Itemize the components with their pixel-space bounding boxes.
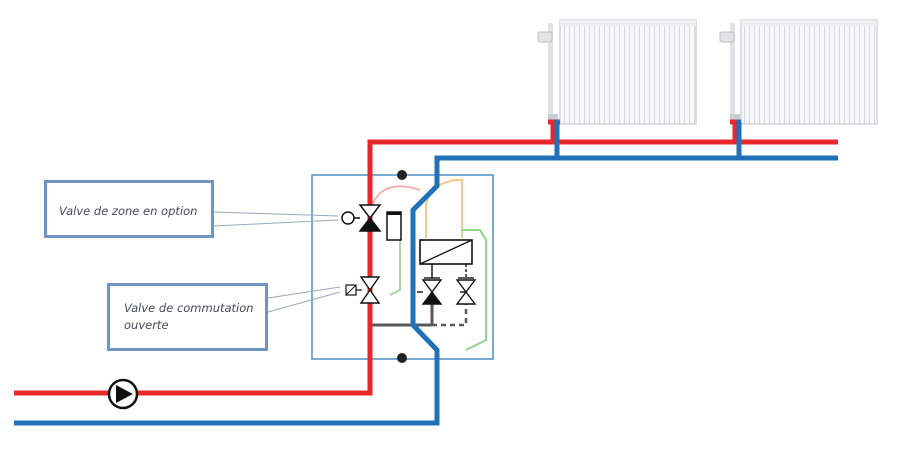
return-pipe: [14, 119, 838, 426]
mixing-valve-icon: [417, 239, 477, 305]
sensor-tank-icon: [386, 211, 402, 241]
supply-pipe: [14, 119, 838, 396]
zone-valve-label: Valve de zone en option: [59, 204, 198, 218]
switching-valve-callout: Valve de commutation ouverte: [107, 283, 268, 351]
switching-valve-label-line1: Valve de commutation: [124, 301, 254, 315]
callout-leader-lines: [213, 211, 341, 313]
junction-dot: [397, 353, 407, 363]
zone-valve-callout: Valve de zone en option: [44, 180, 214, 238]
zone-valve-icon: [341, 204, 382, 232]
radiator-icon: [537, 19, 697, 125]
switching-valve-label-line2: ouverte: [124, 318, 169, 332]
switching-valve-icon: [345, 276, 381, 304]
junction-dot: [397, 170, 407, 180]
pump-icon: [107, 378, 139, 410]
radiator-icon: [719, 19, 878, 125]
